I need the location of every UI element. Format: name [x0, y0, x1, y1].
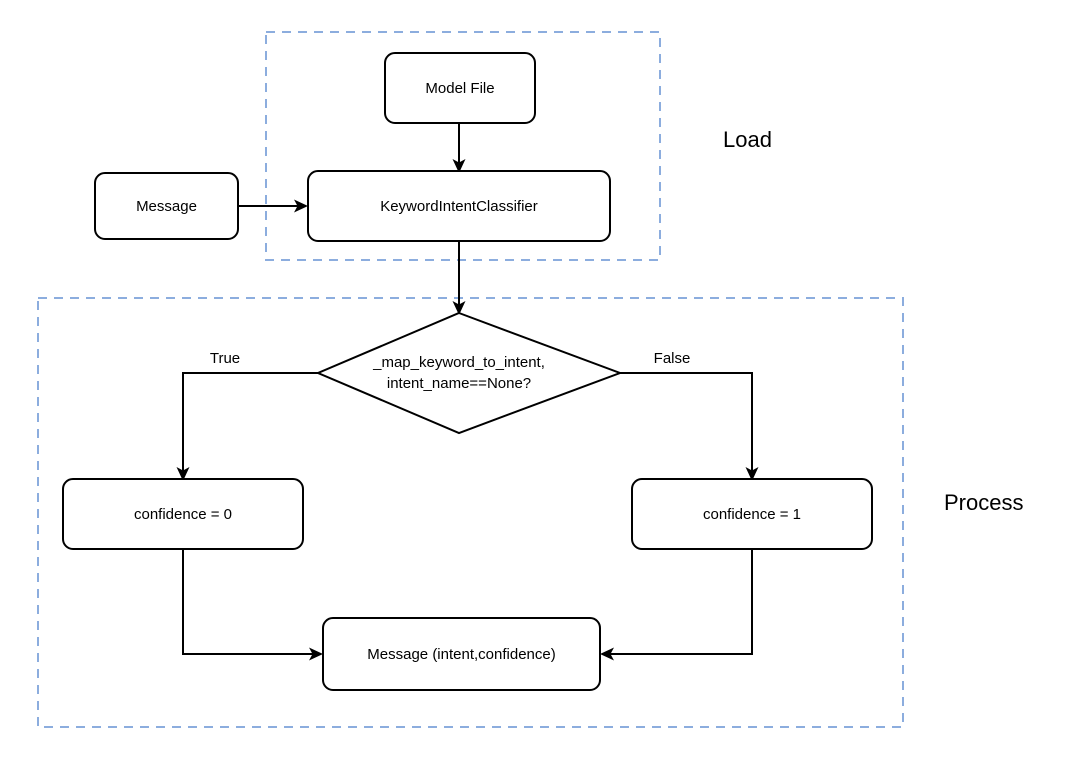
edge-decision-false: False [620, 350, 759, 481]
node-decision-label-line2: intent_name==None? [387, 375, 531, 392]
node-decision[interactable]: _map_keyword_to_intent, intent_name==Non… [315, 311, 623, 435]
node-message-output-label: Message (intent,confidence) [367, 646, 555, 663]
node-confidence-zero-label: confidence = 0 [134, 506, 232, 523]
node-message-output-shape[interactable] [322, 617, 601, 691]
node-confidence-zero-shape[interactable] [62, 478, 304, 550]
group-frame-load [265, 31, 661, 261]
node-keyword-intent-classifier[interactable]: KeywordIntentClassifier [307, 170, 611, 242]
edge-label-true: True [210, 350, 240, 367]
node-model-file-shape[interactable] [384, 52, 536, 124]
node-decision-label-line1: _map_keyword_to_intent, [372, 354, 545, 371]
node-message-input[interactable]: Message [94, 172, 239, 240]
group-frame-process [37, 297, 904, 728]
node-message-input-label: Message [136, 198, 197, 215]
edge-decision-true: True [176, 350, 318, 481]
node-keyword-intent-classifier-shape[interactable] [307, 170, 611, 242]
node-confidence-zero[interactable]: confidence = 0 [62, 478, 304, 550]
group-label-load: Load [723, 127, 772, 152]
node-decision-shape[interactable] [315, 311, 623, 435]
group-label-process: Process [944, 490, 1023, 515]
edge-label-false: False [654, 350, 691, 367]
node-message-output[interactable]: Message (intent,confidence) [322, 617, 601, 691]
edge-confidence-one-to-message [600, 549, 753, 661]
node-keyword-intent-classifier-label: KeywordIntentClassifier [380, 198, 538, 215]
edge-classifier-to-decision [452, 241, 466, 315]
node-model-file-label: Model File [425, 80, 494, 97]
node-model-file[interactable]: Model File [384, 52, 536, 124]
node-confidence-one-shape[interactable] [631, 478, 873, 550]
node-message-input-shape[interactable] [94, 172, 239, 240]
edge-message-to-classifier [238, 199, 308, 213]
edge-confidence-zero-to-message [182, 549, 323, 661]
node-confidence-one-label: confidence = 1 [703, 506, 801, 523]
node-confidence-one[interactable]: confidence = 1 [631, 478, 873, 550]
edge-model-file-to-classifier [452, 123, 466, 173]
